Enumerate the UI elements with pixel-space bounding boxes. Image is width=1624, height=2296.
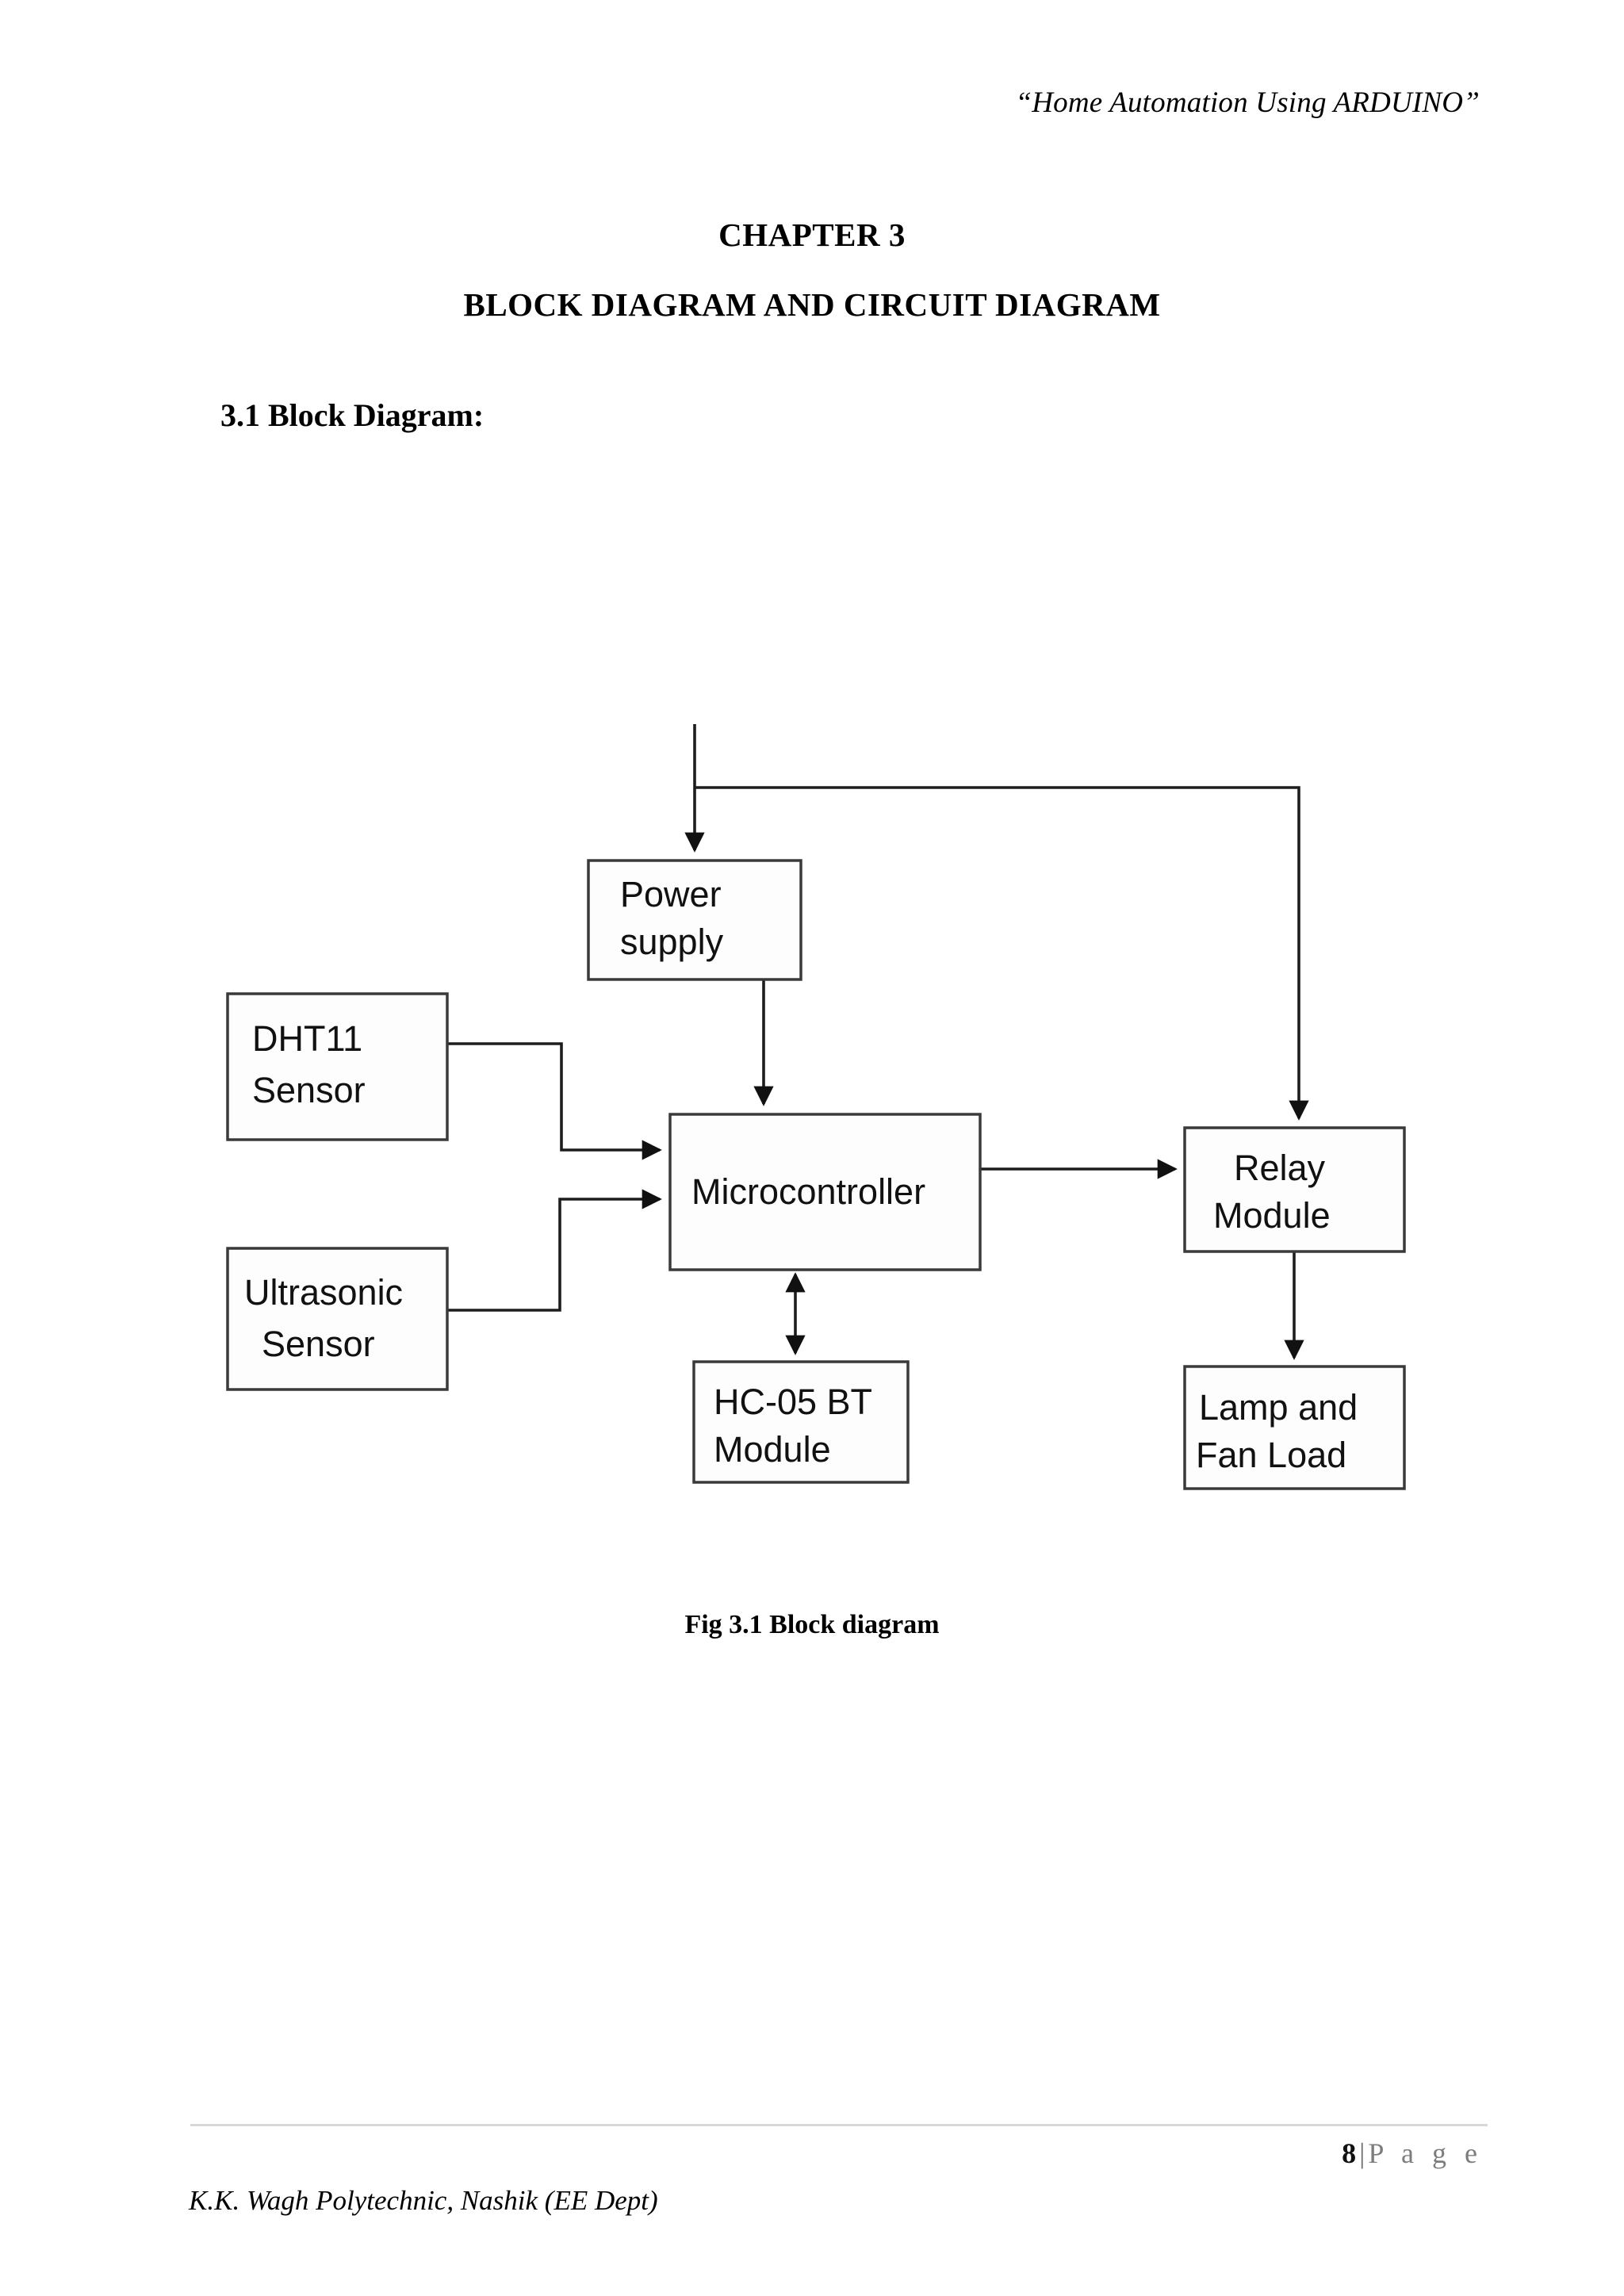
footer-page-word: P a g e bbox=[1368, 2137, 1483, 2169]
block-dht11-label-line2: Sensor bbox=[252, 1070, 366, 1110]
block-bluetooth-label-line2: Module bbox=[714, 1429, 831, 1470]
block-relay-label-line1: Relay bbox=[1234, 1148, 1326, 1188]
block-ultrasonic-label-line1: Ultrasonic bbox=[244, 1272, 403, 1313]
chapter-subtitle: BLOCK DIAGRAM AND CIRCUIT DIAGRAM bbox=[463, 286, 1161, 323]
block-load-label-line1: Lamp and bbox=[1199, 1387, 1358, 1428]
block-power-supply-label-line1: Power bbox=[620, 874, 722, 914]
block-ultrasonic-label-line2: Sensor bbox=[262, 1324, 375, 1364]
footer-department: K.K. Wagh Polytechnic, Nashik (EE Dept) bbox=[189, 2185, 658, 2216]
block-bluetooth-label-line1: HC-05 BT bbox=[714, 1382, 872, 1422]
block-load-label-line2: Fan Load bbox=[1196, 1435, 1346, 1475]
block-dht11-sensor: DHT11 Sensor bbox=[226, 992, 449, 1141]
block-lamp-and-fan-load: Lamp and Fan Load bbox=[1183, 1365, 1406, 1490]
footer-page-number-value: 8 bbox=[1342, 2137, 1357, 2169]
wire-dht11-to-microcontroller bbox=[447, 1042, 662, 1160]
block-ultrasonic-sensor: Ultrasonic Sensor bbox=[226, 1247, 449, 1391]
block-power-supply: Power supply bbox=[587, 859, 802, 981]
block-microcontroller: Microcontroller bbox=[668, 1113, 982, 1271]
figure-caption: Fig 3.1 Block diagram bbox=[684, 1610, 940, 1639]
chapter-title: CHAPTER 3 bbox=[718, 217, 906, 253]
footer-page-separator: | bbox=[1359, 2137, 1365, 2169]
block-relay-module: Relay Module bbox=[1183, 1126, 1406, 1253]
wire-mains-to-relay-module bbox=[695, 786, 1309, 1121]
block-relay-label-line2: Module bbox=[1213, 1195, 1331, 1236]
wire-ultrasonic-to-microcontroller bbox=[447, 1189, 662, 1312]
section-heading-block-diagram: 3.1 Block Diagram: bbox=[220, 397, 485, 433]
block-bluetooth-module: HC-05 BT Module bbox=[692, 1360, 910, 1484]
block-dht11-label-line1: DHT11 bbox=[252, 1018, 362, 1059]
block-microcontroller-label: Microcontroller bbox=[691, 1171, 925, 1212]
footer-page-number: 8|P a g e bbox=[1342, 2137, 1483, 2170]
footer-divider bbox=[190, 2124, 1488, 2126]
running-header-title: “Home Automation Using ARDUINO” bbox=[1015, 86, 1480, 119]
block-power-supply-label-line2: supply bbox=[620, 922, 724, 962]
